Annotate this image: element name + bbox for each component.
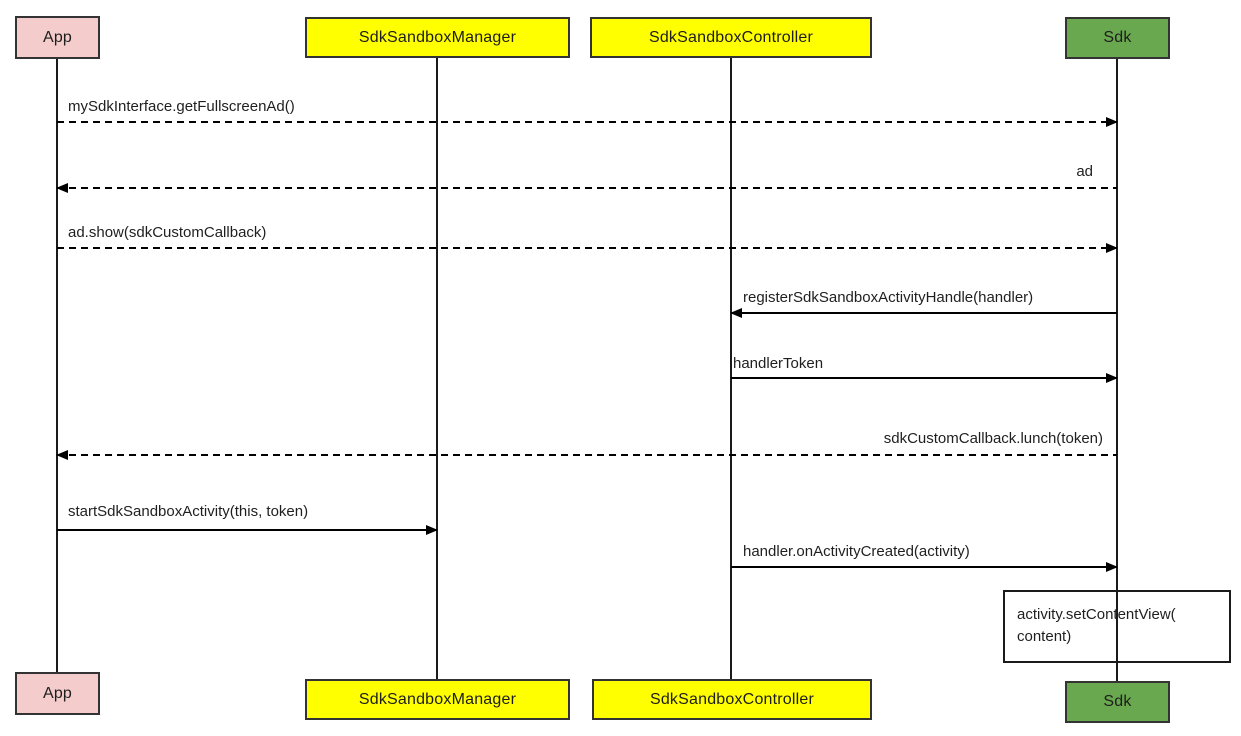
actor-label-app: App xyxy=(42,28,73,46)
message-arrow-register-activity-handle xyxy=(730,308,1117,318)
message-arrow-callback-lunch xyxy=(56,450,1117,460)
message-label-ad-show: ad.show(sdkCustomCallback) xyxy=(68,224,267,241)
actor-bottom-sdk-sandbox-manager: SdkSandboxManager xyxy=(305,679,570,720)
actor-top-sdk-sandbox-manager: SdkSandboxManager xyxy=(305,17,570,58)
note-text-line2: content) xyxy=(1017,628,1072,645)
actor-label-sdk-sandbox-controller: SdkSandboxController xyxy=(649,690,815,708)
message-arrow-get-fullscreen-ad xyxy=(57,117,1118,127)
message-label-handler-token: handlerToken xyxy=(733,355,824,372)
message-arrow-start-sandbox-activity xyxy=(57,525,438,535)
actor-label-sdk-sandbox-manager: SdkSandboxManager xyxy=(358,28,517,46)
message-label-on-activity-created: handler.onActivityCreated(activity) xyxy=(743,543,970,560)
actor-top-sdk: Sdk xyxy=(1065,17,1170,59)
actor-label-sdk-sandbox-controller: SdkSandboxController xyxy=(648,28,814,46)
actor-label-app: App xyxy=(42,684,73,702)
note-text-line1: activity.setContentView( xyxy=(1017,606,1176,623)
message-label-register-activity-handle: registerSdkSandboxActivityHandle(handler… xyxy=(743,289,1034,306)
actor-label-sdk: Sdk xyxy=(1103,693,1132,710)
actor-label-sdk-sandbox-manager: SdkSandboxManager xyxy=(358,690,517,708)
actor-top-sdk-sandbox-controller: SdkSandboxController xyxy=(590,17,872,58)
message-arrow-ad xyxy=(56,183,1117,193)
message-label-start-sandbox-activity: startSdkSandboxActivity(this, token) xyxy=(68,503,309,520)
message-label-ad: ad xyxy=(1076,163,1093,180)
message-label-callback-lunch: sdkCustomCallback.lunch(token) xyxy=(883,430,1103,447)
lifeline-controller xyxy=(730,58,732,679)
message-label-get-fullscreen-ad: mySdkInterface.getFullscreenAd() xyxy=(68,98,295,115)
lifeline-app xyxy=(56,59,58,672)
actor-bottom-app: App xyxy=(15,672,100,715)
actor-bottom-sdk: Sdk xyxy=(1065,681,1170,723)
actor-bottom-sdk-sandbox-controller: SdkSandboxController xyxy=(592,679,872,720)
lifeline-sdk xyxy=(1116,59,1118,681)
message-arrow-ad-show xyxy=(57,243,1118,253)
lifeline-manager xyxy=(436,58,438,679)
actor-label-sdk: Sdk xyxy=(1103,29,1132,46)
message-arrow-handler-token xyxy=(731,373,1118,383)
actor-top-app: App xyxy=(15,16,100,59)
message-arrow-on-activity-created xyxy=(731,562,1118,572)
